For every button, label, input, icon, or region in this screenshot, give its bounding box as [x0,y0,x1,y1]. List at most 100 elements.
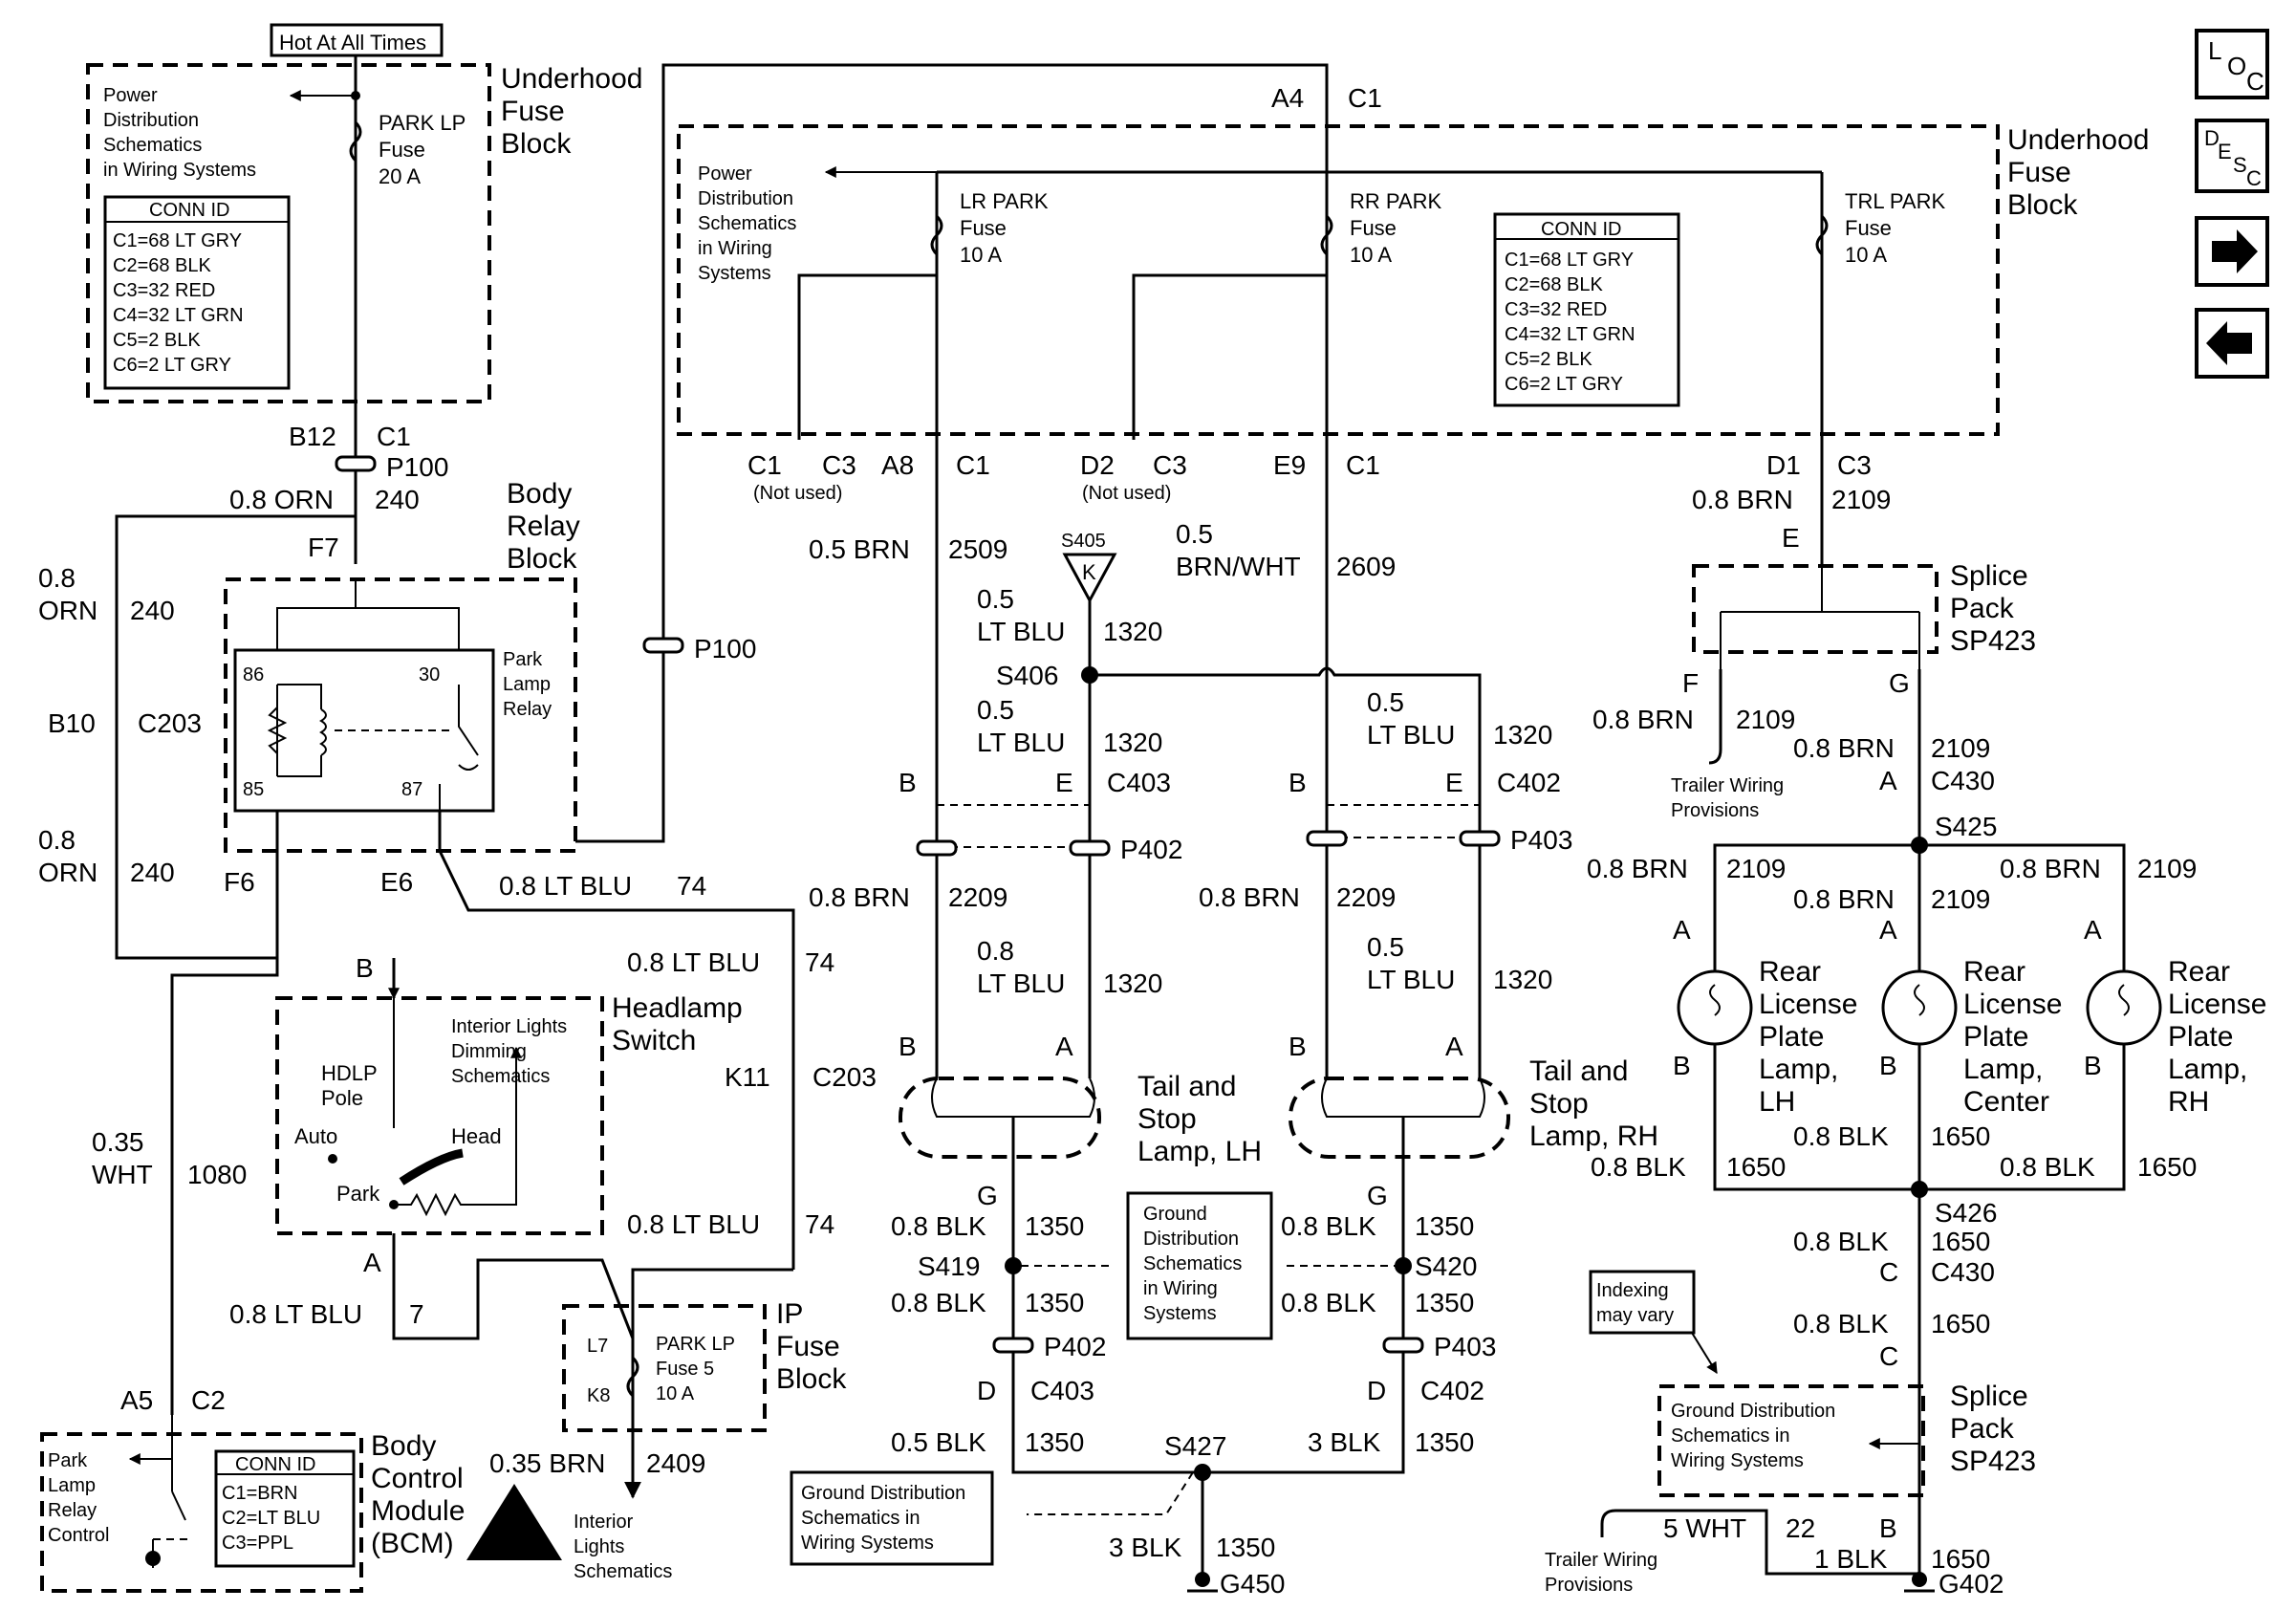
loc-button-frame[interactable] [2195,29,2269,99]
ground-dist-label: Ground [1143,1204,1207,1225]
ip-fuse-title: Block [776,1363,847,1395]
wire-color: 5 WHT [1663,1513,1746,1543]
conn-row: C5=2 BLK [1505,349,1592,370]
fuse-label: Fuse 5 [656,1359,714,1380]
conn-id-title: CONN ID [149,200,229,221]
circuit-number: 1650 [2137,1152,2197,1182]
next-arrow-button[interactable] [2195,216,2269,287]
power-dist-label: Distribution [698,188,793,209]
ground-dist-box [790,1470,994,1566]
right-arrow-icon [2212,229,2258,273]
lamp-title: Tail and [1137,1071,1236,1102]
interior-label: Interior [574,1512,634,1533]
ground-dist-label: Ground Distribution [801,1483,965,1504]
tail-stop-lamp-rh-circuit: 0.5 BRN/WHT 2609 0.5 LT BLU 1320 B E C40… [1176,449,1658,1474]
license-plate-circuit: 0.8 BRN 2109 E Splice Pack SP423 F G 0.8… [1545,449,2266,1599]
conn-id-box [214,1449,356,1568]
desc-button-frame[interactable] [2195,119,2269,193]
underhood-fuse-block-right: A4 C1 Underhood Fuse Block Power Distrib… [677,83,2149,504]
relay-label: Relay [48,1500,97,1521]
pin-label: D [977,1376,996,1405]
relay-block-outline [224,577,577,853]
pin-label: B [1879,1051,1897,1080]
ground-dist-label: Schematics [1143,1253,1242,1274]
pin-label: F [1682,668,1699,698]
junction-dot [351,91,360,100]
conn-row: C3=PPL [222,1533,293,1554]
ground-dist-label: Systems [1143,1303,1217,1324]
pin-85: 85 [243,779,264,800]
tail-stop-lamp-lh-circuit: 0.5 BRN 2509 S405 K 0.5 LT BLU 1320 S406… [809,449,1482,1474]
lamp-title: Plate [1963,1021,2028,1053]
pin-label: K8 [587,1385,610,1406]
pin-label: A [2084,915,2102,945]
connector-label: C402 [1497,768,1561,797]
loc-letter: O [2227,52,2246,80]
relay-feed [355,579,460,650]
prev-arrow-button[interactable] [2195,308,2269,379]
ip-fuse-title: Fuse [776,1331,840,1362]
underhood-fuse-block-left: Hot At All Times Underhood Fuse Block Po… [86,23,642,564]
ip-fuse-title: IP [776,1298,803,1330]
power-dist-label: Schematics [698,213,796,234]
wire-color: 0.8 BLK [1281,1288,1376,1317]
pin-label: A [363,1248,381,1277]
pin-label: B10 [48,708,96,738]
interior-label: Schematics [574,1561,672,1582]
wire-22 [1615,1509,1919,1576]
headlamp-switch: B Headlamp Switch Interior Lights Dimmin… [92,953,743,1415]
filament [1709,984,1721,1016]
trailer-label: Trailer Wiring [1671,775,1784,796]
lamp-title: LH [1759,1086,1795,1118]
circuit-number: 1650 [1931,1309,1990,1338]
pin-label: A5 [120,1385,153,1415]
lamp-filament [1321,1077,1485,1118]
p402-connector [916,839,958,857]
trailer-label: Provisions [1545,1575,1633,1596]
ground-label: G402 [1939,1569,2004,1599]
circuit-number: 2109 [1931,884,1990,914]
not-used-label: (Not used) [753,483,842,504]
pin-87: 87 [401,779,422,800]
loc-letter: L [2208,36,2221,65]
circuit-number: 2409 [646,1448,705,1478]
not-used-label: (Not used) [1082,483,1171,504]
pin-label: E [1055,768,1073,797]
ground-dist-label: in Wiring [1143,1278,1218,1299]
splice-title: Splice [1950,560,2028,592]
pin-label: A [1445,1032,1463,1061]
wire-color: 0.8 BLK [1591,1152,1686,1182]
wire-color: 0.8 LT BLU [627,947,760,977]
pin-label: K [1082,560,1096,584]
p100-label: P100 [386,452,448,482]
pin-label: C1 [377,422,411,451]
wire-gauge: 0.5 [1176,519,1213,549]
block-title: Fuse [501,96,565,127]
interior-label: Interior Lights [451,1016,567,1037]
wire-color: 0.8 BRN [1199,882,1300,912]
circuit-number: 1320 [1103,617,1162,646]
fuse-label: 10 A [1845,243,1887,267]
ip-fuse-outline [562,1304,767,1432]
splice-title: Splice [1950,1381,2028,1412]
pin-label: B [1289,1032,1307,1061]
p100-connector [335,455,377,472]
pin-label: A [1879,915,1897,945]
circuit-number: 7 [409,1299,424,1329]
headlamp-switch-outline [275,996,604,1235]
power-dist-label: Systems [698,263,771,284]
pin-label: E6 [380,867,413,897]
lamp-title: RH [2168,1086,2209,1118]
switch-contact [328,1154,337,1164]
relay-block-title: Block [507,543,577,575]
wire-color: 0.35 BRN [489,1448,605,1478]
p402-connector [1069,839,1111,857]
body-relay-block: Body Relay Block F7 Park Lamp Relay 86 8… [224,478,580,897]
wire-color: 0.8 BRN [1793,733,1895,763]
conn-row: C3=32 RED [113,280,215,301]
lamp-title: Lamp, [1759,1054,1838,1085]
loc-button[interactable]: L O C [2195,29,2269,99]
desc-button[interactable]: D E S C [2195,119,2269,193]
wire-color: LT BLU [1367,720,1455,750]
power-dist-label: Power [698,163,752,185]
